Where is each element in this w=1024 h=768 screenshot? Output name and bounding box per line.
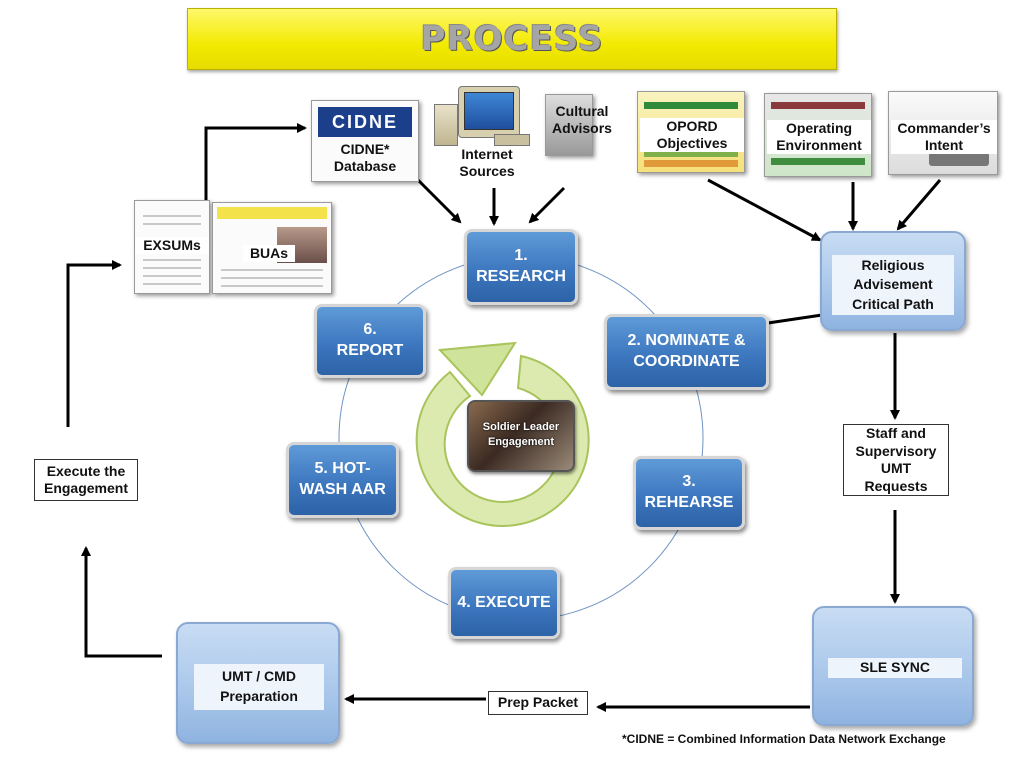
arrow-exsums-to-cidne — [204, 123, 307, 200]
sle-sync-label: SLE SYNC — [828, 658, 962, 678]
critical-path-label: Religious Advisement Critical Path — [832, 255, 954, 315]
step-research: 1. RESEARCH — [464, 229, 578, 305]
cycle-arrow-icon — [415, 341, 590, 528]
step-rehearse: 3. REHEARSE — [633, 456, 745, 530]
prep-packet-box: Prep Packet — [488, 691, 588, 715]
step-execute: 4. EXECUTE — [448, 567, 560, 639]
arrow-cidne-to-research — [416, 178, 462, 224]
buas-card: BUAs — [212, 202, 332, 294]
internet-label: Internet Sources — [459, 146, 515, 179]
sle-sync-box: SLE SYNC — [812, 606, 974, 726]
umt-prep-box: UMT / CMD Preparation — [176, 622, 340, 744]
environment-label: Operating Environment — [767, 120, 871, 154]
step-report: 6. REPORT — [314, 304, 426, 378]
critical-path-box: Religious Advisement Critical Path — [820, 231, 966, 331]
cultural-advisors-photo — [545, 94, 593, 156]
arrow-umt-to-execute — [81, 546, 162, 658]
title-banner: PROCESS — [187, 8, 837, 70]
opord-label: OPORD Objectives — [640, 118, 744, 152]
arrow-intent-to-critical — [896, 179, 942, 231]
exsums-card: EXSUMs — [134, 200, 210, 294]
step-nominate-coordinate: 2. NOMINATE & COORDINATE — [604, 314, 769, 390]
cidne-logo-icon: CIDNE — [318, 107, 412, 137]
step-hotwash-aar: 5. HOT- WASH AAR — [286, 442, 399, 518]
intent-label: Commander’s Intent — [891, 120, 997, 154]
link-nominate-critical — [767, 313, 823, 325]
computer-icon — [434, 84, 530, 146]
umt-prep-label: UMT / CMD Preparation — [194, 664, 324, 710]
execute-engagement-box: Execute the Engagement — [34, 459, 138, 501]
footnote: *CIDNE = Combined Information Data Netwo… — [622, 732, 946, 746]
staff-requests-box: Staff and Supervisory UMT Requests — [843, 424, 949, 496]
cidne-logo-text: CIDNE — [331, 111, 398, 132]
center-label: Soldier Leader Engagement — [482, 421, 560, 448]
arrow-cultural-to-research — [528, 186, 566, 224]
cidne-label: CIDNE* Database — [333, 141, 397, 174]
opord-card: OPORD Objectives — [637, 91, 745, 173]
intent-card: Commander’s Intent — [888, 91, 998, 175]
cidne-database-card: CIDNE CIDNE* Database — [311, 100, 419, 182]
exsums-label: EXSUMs — [135, 237, 209, 254]
arrow-execute-to-exsums — [66, 260, 122, 427]
page-title: PROCESS — [420, 19, 604, 59]
buas-label: BUAs — [243, 245, 295, 262]
cultural-label: Cultural Advisors — [552, 103, 612, 136]
handshake-image: Soldier Leader Engagement — [467, 400, 575, 472]
arrow-opord-to-critical — [707, 178, 822, 242]
environment-card: Operating Environment — [764, 93, 872, 177]
